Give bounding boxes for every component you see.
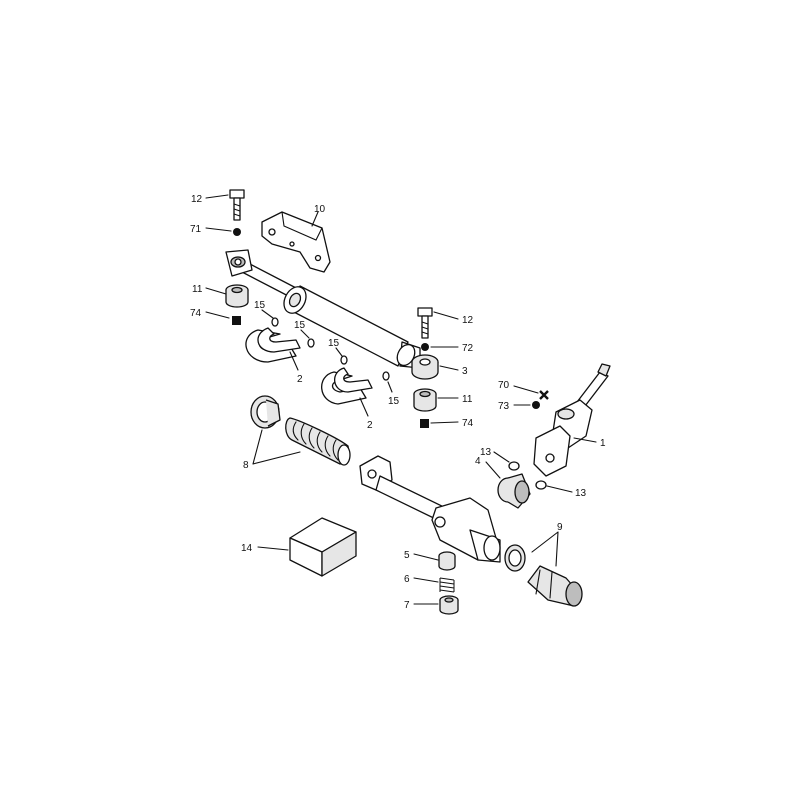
pinion-valve-part-1	[533, 363, 611, 477]
callout-label-74: 74	[190, 308, 202, 319]
dot-marker-71	[233, 228, 241, 236]
callout-label-15: 15	[328, 338, 340, 349]
callout-label-2: 2	[297, 374, 303, 385]
callout-label-2: 2	[367, 420, 373, 431]
clip-part-2-right	[321, 367, 373, 405]
bush-part-11-left	[225, 284, 249, 308]
dot-marker-72	[421, 343, 429, 351]
callout-label-12: 12	[191, 194, 203, 205]
clip-part-2-left	[245, 327, 301, 363]
square-marker-74-right	[420, 419, 429, 428]
ring-part-15-a	[271, 317, 279, 327]
cap-part-7	[439, 595, 459, 615]
kit-box-part-14	[289, 517, 357, 577]
callout-label-13: 13	[480, 447, 492, 458]
bearing-part-4	[497, 473, 531, 509]
ring-part-15-c	[340, 355, 348, 365]
bush-part-11-right	[413, 388, 437, 412]
bolt-part-12-right	[417, 307, 433, 339]
steering-damper-part-3	[225, 249, 421, 369]
callout-label-14: 14	[241, 543, 253, 554]
boot-part-8	[250, 395, 351, 466]
seal-part-13-b	[535, 480, 547, 490]
callout-label-74: 74	[462, 418, 474, 429]
callout-label-3: 3	[462, 366, 468, 377]
square-marker-74-left	[232, 316, 241, 325]
callout-label-70: 70	[498, 380, 510, 391]
callout-label-7: 7	[404, 600, 410, 611]
eye-part-3-right	[411, 354, 439, 380]
callout-label-73: 73	[498, 401, 510, 412]
bolt-part-12-left	[229, 189, 245, 221]
ring-part-9	[504, 544, 526, 572]
callout-label-15: 15	[254, 300, 266, 311]
boot-part-9	[527, 565, 583, 607]
leader-lines	[205, 194, 597, 605]
callout-label-10: 10	[314, 204, 326, 215]
dot-marker-73	[532, 401, 540, 409]
callout-label-72: 72	[462, 343, 474, 354]
callout-label-4: 4	[475, 456, 481, 467]
ring-part-15-d	[382, 371, 390, 381]
callout-label-1: 1	[600, 438, 606, 449]
rack-housing	[359, 455, 501, 563]
callout-label-12: 12	[462, 315, 474, 326]
plunger-part-5	[438, 551, 456, 571]
callout-label-11: 11	[462, 394, 473, 405]
callout-label-11: 11	[192, 284, 203, 295]
callout-label-71: 71	[190, 224, 202, 235]
callout-label-5: 5	[404, 550, 410, 561]
callout-label-15: 15	[294, 320, 306, 331]
seal-part-13-a	[508, 461, 520, 471]
callout-label-6: 6	[404, 574, 410, 585]
ring-part-15-b	[307, 338, 315, 348]
cross-marker-70	[539, 390, 549, 400]
bracket-part-10	[261, 211, 331, 273]
callout-label-9: 9	[557, 522, 563, 533]
spring-part-6	[439, 577, 455, 593]
callout-label-15: 15	[388, 396, 400, 407]
callout-label-13: 13	[575, 488, 587, 499]
callout-label-8: 8	[243, 460, 249, 471]
